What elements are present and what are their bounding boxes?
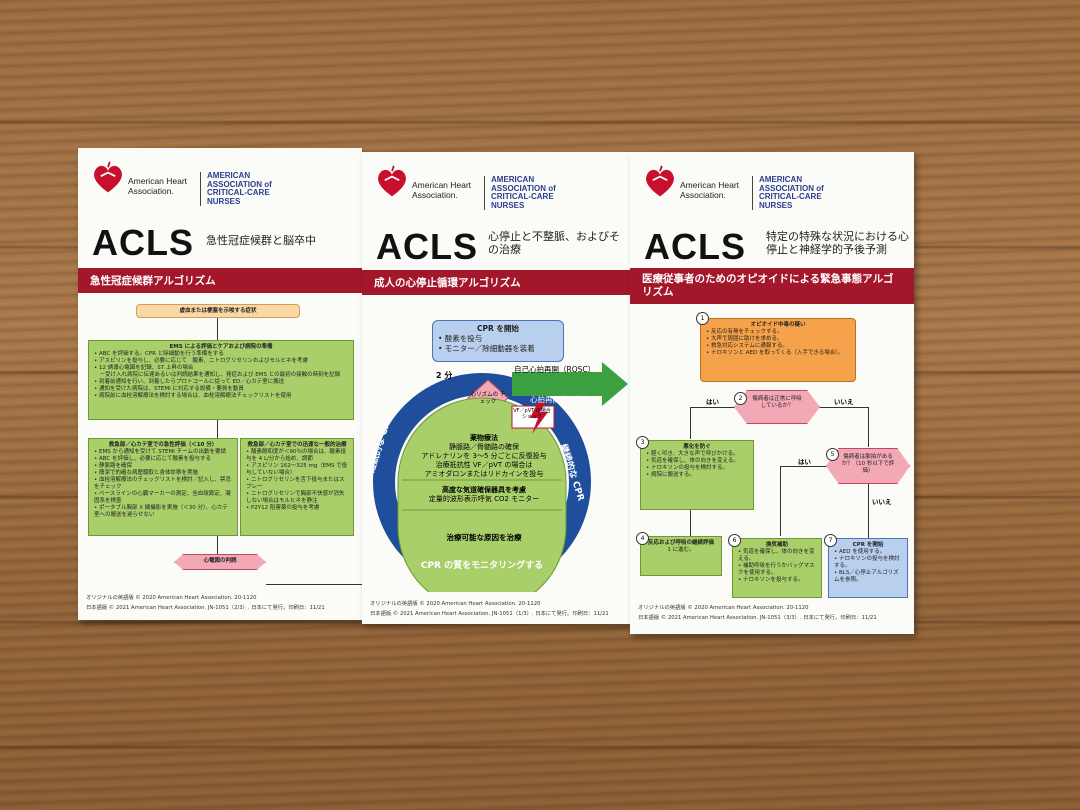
step2-diamond: 傷病者は正常に呼吸しているか？	[734, 390, 820, 424]
card-subtitle: 特定の特殊な状況における心停止と神経学的予後予測	[766, 230, 909, 256]
rosc-arrow-label: 心拍再開後の治療	[530, 395, 590, 404]
yes-label-2: はい	[798, 458, 811, 466]
connector	[690, 407, 734, 408]
ring-bottom-label: CPR の質をモニタリングする	[420, 561, 544, 571]
connector	[217, 420, 218, 438]
footer-japanese: 日本語版 © 2021 American Heart Association. …	[86, 605, 325, 611]
drug-therapy: 薬物療法 静脈路／骨髄路の確保 アドレナリンを 3～5 分ごとに反復投与 治療抵…	[410, 434, 558, 479]
footer-japanese: 日本語版 © 2021 American Heart Association. …	[370, 611, 609, 617]
acute-eval-body: • EMS から通知を受けて STEMI チームの出動を要請 • ABC を評価…	[94, 449, 231, 518]
step2-number: 2	[734, 392, 747, 405]
card-header: American Heart Association. AMERICAN ASS…	[642, 164, 902, 224]
aha-name: American Heart Association.	[680, 180, 740, 200]
step5-number: 5	[826, 448, 839, 461]
step7-title: CPR を開始	[852, 542, 884, 548]
step6-number: 6	[728, 534, 741, 547]
airway: 高度な気道確保器具を考慮 定量的波形表示呼気 CO2 モニター	[410, 486, 558, 504]
ems-body: • ABC を評価する。CPR と除細動を行う準備をする • アスピリンを投与し…	[94, 351, 341, 399]
opioid-card: American Heart Association. AMERICAN ASS…	[630, 152, 914, 634]
aha-name: American Heart Association.	[128, 176, 188, 196]
step7-number: 7	[824, 534, 837, 547]
aacn-name: AMERICAN ASSOCIATION of CRITICAL-CARE NU…	[752, 175, 839, 210]
connector	[266, 584, 362, 585]
step6-box: 換気補助 • 気道を確保し、体の向きを変える。 • 補助呼吸を行うかバッグマスク…	[732, 538, 822, 598]
step3-body: • 軽く叩き、大きな声で呼びかける。 • 気道を確保し、体の向きを変える。 • …	[646, 451, 739, 478]
no-label-1: いいえ	[834, 398, 854, 406]
step1-box: オピオイド中毒の疑い • 反応の有無をチェックする。 • 大声で周囲に助けを求め…	[700, 318, 856, 382]
drug-title: 薬物療法	[470, 434, 498, 442]
airway-title: 高度な気道確保器具を考慮	[442, 486, 526, 494]
footer-original: オリジナルの英語版 © 2020 American Heart Associat…	[370, 601, 541, 607]
ems-box: EMS による評価とケアおよび病院の準備 • ABC を評価する。CPR と除細…	[88, 340, 354, 420]
symptoms-box: 虚血または梗塞を示唆する症状	[136, 304, 300, 318]
algorithm-title-bar: 急性冠症候群アルゴリズム	[78, 268, 362, 293]
step6-title: 換気補助	[765, 542, 788, 548]
connector	[868, 407, 869, 447]
algorithm-title-bar: 医療従事者のためのオピオイドによる緊急事態アルゴリズム	[630, 268, 914, 304]
start-cpr-box: CPR を開始 • 酸素を投与 • モニター／除細動器を装着	[432, 320, 564, 362]
general-treatment-title: 救急部／心カテ室での迅速な一般的治療	[247, 442, 347, 448]
aacn-name: AMERICAN ASSOCIATION of CRITICAL-CARE NU…	[200, 171, 287, 206]
cardiac-arrest-card: American Heart Association. AMERICAN ASS…	[362, 152, 632, 624]
aha-name: American Heart Association.	[412, 180, 472, 200]
no-label-2: いいえ	[872, 498, 892, 506]
step7-box: CPR を開始 • AED を使用する。 • ナロキソンの投与を検討する。 • …	[828, 538, 908, 598]
step7-body: • AED を使用する。 • ナロキソンの投与を検討する。 • BLS／心停止ア…	[834, 549, 900, 583]
general-treatment-body: • 酸素飽和度が＜90％の場合は、酸素投与を 4 L/分から始め、調節 • アス…	[246, 449, 348, 511]
start-cpr-title: CPR を開始	[477, 324, 519, 333]
acls-title: ACLS	[376, 226, 478, 267]
connector	[868, 484, 869, 538]
acute-eval-box: 救急部／心カテ室での急性評価（＜10 分） • EMS から通知を受けて STE…	[88, 438, 238, 536]
connector	[780, 466, 826, 467]
treat-causes: 治療可能な原因を治療	[446, 533, 522, 542]
step4-title: 反応および呼吸の継続評価	[647, 540, 714, 546]
card-subtitle: 急性冠症候群と脳卒中	[206, 234, 316, 247]
aha-heart-logo-icon	[646, 165, 674, 197]
footer-original: オリジナルの英語版 © 2020 American Heart Associat…	[638, 605, 809, 611]
algorithm-title-bar: 成人の心停止循環アルゴリズム	[362, 270, 632, 295]
shock-label: VF／pVT の場合 ショック	[513, 408, 551, 420]
footer-original: オリジナルの英語版 © 2020 American Heart Associat…	[86, 595, 257, 601]
step1-body: • 反応の有無をチェックする。 • 大声で周囲に助けを求める。 • 救急対応シス…	[706, 329, 844, 356]
aha-heart-logo-icon	[378, 165, 406, 197]
acls-title: ACLS	[92, 222, 194, 263]
step4-number: 4	[636, 532, 649, 545]
connector	[690, 407, 691, 439]
acls-title: ACLS	[644, 226, 746, 267]
rosc-label: 自己心拍再開（ROSC）	[514, 365, 596, 374]
cpr-cycle-diagram	[373, 362, 628, 592]
step1-number: 1	[696, 312, 709, 325]
ecg-box: 心電図の判読	[174, 554, 266, 570]
step3-number: 3	[636, 436, 649, 449]
card-header: American Heart Association. AMERICAN ASS…	[90, 160, 350, 220]
ems-title: EMS による評価とケアおよび病院の準備	[169, 344, 273, 350]
airway-body: 定量的波形表示呼気 CO2 モニター	[428, 495, 540, 503]
aha-heart-logo-icon	[94, 161, 122, 193]
card-header: American Heart Association. AMERICAN ASS…	[374, 164, 634, 224]
step5-diamond: 傷病者は脈拍があるか？（10 秒以下で評価）	[826, 448, 910, 484]
connector	[780, 466, 781, 536]
step3-title: 悪化を防ぐ	[683, 444, 711, 450]
connector	[690, 510, 691, 536]
connector	[820, 407, 868, 408]
drug-body: 静脈路／骨髄路の確保 アドレナリンを 3～5 分ごとに反復投与 治療抵抗性 VF…	[421, 443, 547, 478]
step6-body: • 気道を確保し、体の向きを変える。 • 補助呼吸を行うかバッグマスクを使用する…	[738, 549, 815, 583]
start-cpr-body: • 酸素を投与 • モニター／除細動器を装着	[438, 334, 535, 353]
rhythm-check: 心リズムの チェック	[470, 392, 506, 405]
two-min-label: 2 分	[436, 371, 453, 380]
connector	[217, 536, 218, 554]
step1-title: オピオイド中毒の疑い	[750, 322, 806, 328]
step4-box: 反応および呼吸の継続評価 1 に進む。	[640, 536, 722, 576]
step4-body: 1 に進む。	[667, 547, 695, 553]
aacn-name: AMERICAN ASSOCIATION of CRITICAL-CARE NU…	[484, 175, 571, 210]
step3-box: 悪化を防ぐ • 軽く叩き、大きな声で呼びかける。 • 気道を確保し、体の向きを変…	[640, 440, 754, 510]
acute-eval-title: 救急部／心カテ室での急性評価（＜10 分）	[108, 442, 218, 448]
connector	[217, 318, 218, 340]
acs-card: American Heart Association. AMERICAN ASS…	[78, 148, 362, 620]
footer-japanese: 日本語版 © 2021 American Heart Association. …	[638, 615, 877, 621]
general-treatment-box: 救急部／心カテ室での迅速な一般的治療 • 酸素飽和度が＜90％の場合は、酸素投与…	[240, 438, 354, 536]
card-subtitle: 心停止と不整脈、およびその治療	[488, 230, 620, 256]
yes-label-1: はい	[706, 398, 719, 406]
